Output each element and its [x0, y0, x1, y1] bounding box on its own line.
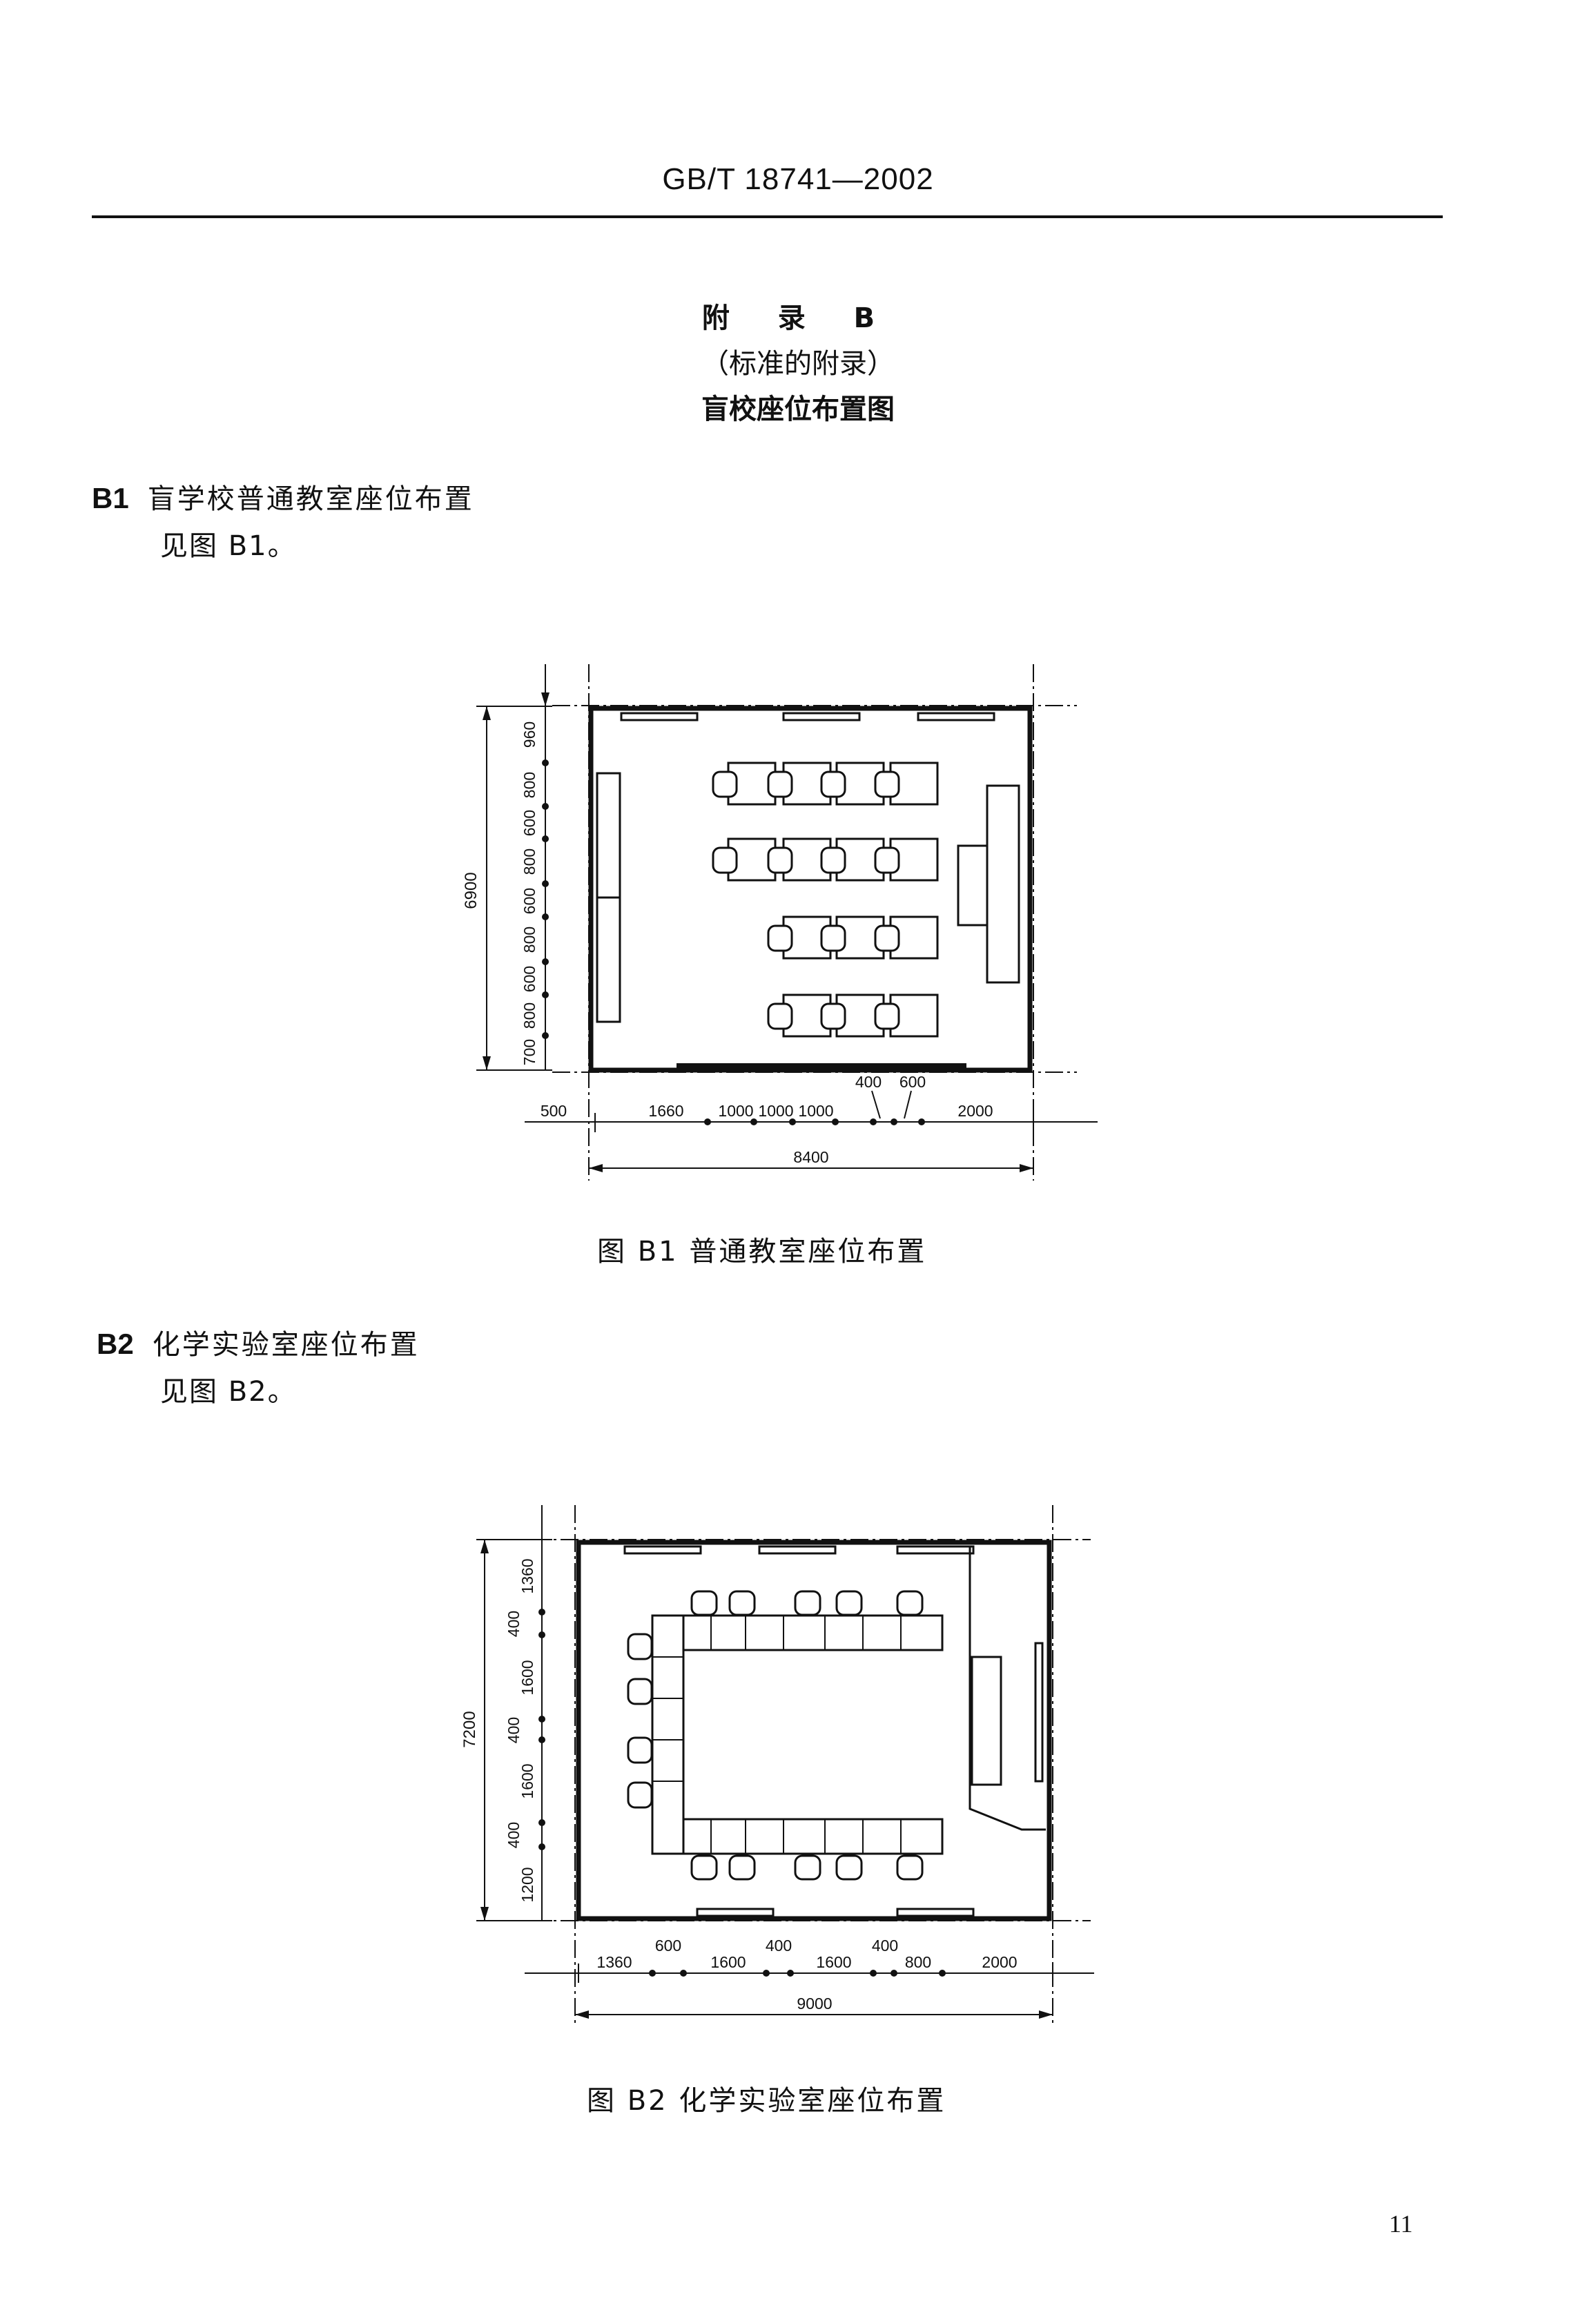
stool: [690, 1590, 718, 1616]
b2-overall-height: 7200: [460, 1711, 479, 1747]
b2-hdim: 1600: [816, 1953, 851, 1971]
b2-overall-width: 9000: [797, 1995, 832, 2013]
section-b2-see: 见图 B2。: [160, 1376, 297, 1408]
chair: [712, 846, 738, 874]
stool: [728, 1854, 756, 1881]
appendix-heading: 盲校座位布置图: [701, 394, 895, 425]
chair: [874, 1002, 900, 1030]
stool: [627, 1736, 653, 1764]
stool: [690, 1854, 718, 1881]
b2-vdim: 1600: [518, 1763, 536, 1798]
chair: [820, 1002, 846, 1030]
stool: [896, 1854, 924, 1881]
b1-vdim: 600: [520, 888, 538, 914]
b1-overall-width: 8400: [793, 1148, 828, 1166]
figure-b2-floor-plan: 7200 1360 400 1600 400 1600 400 1200 136…: [460, 1505, 1094, 2023]
stool: [896, 1590, 924, 1616]
stool: [627, 1781, 653, 1809]
b1-hdim: 1000: [718, 1102, 753, 1120]
b2-hdim: 2000: [982, 1953, 1017, 1971]
figure-b2-caption: 图 B2 化学实验室座位布置: [587, 2085, 946, 2117]
b2-hdim: 600: [655, 1937, 681, 1955]
section-number: B2: [97, 1328, 134, 1360]
b2-hdim: 800: [905, 1953, 931, 1971]
desk: [889, 762, 939, 806]
b2-hdim: 1600: [710, 1953, 746, 1971]
section-title: 化学实验室座位布置: [152, 1329, 420, 1361]
b2-hdim: 1360: [596, 1953, 632, 1971]
b1-vdim: 800: [520, 1002, 538, 1029]
standard-number: GB/T 18741—2002: [662, 162, 934, 196]
b1-vdim: 700: [520, 1039, 538, 1065]
b2-hdim: 400: [872, 1937, 898, 1955]
b1-hdim: 1000: [758, 1102, 793, 1120]
header-rule: [92, 215, 1443, 218]
chair: [767, 770, 793, 798]
chair: [874, 924, 900, 952]
desk: [889, 915, 939, 960]
chair: [874, 846, 900, 874]
stool: [728, 1590, 756, 1616]
section-number: B1: [92, 482, 129, 514]
b1-vdim: 600: [520, 810, 538, 836]
chair: [767, 1002, 793, 1030]
chair: [767, 924, 793, 952]
b1-vdim: 800: [520, 848, 538, 875]
stool: [835, 1590, 863, 1616]
chair: [820, 770, 846, 798]
chair: [820, 924, 846, 952]
b1-vdim: 960: [520, 721, 538, 748]
stool: [627, 1678, 653, 1705]
stool: [835, 1854, 863, 1881]
page-number: 11: [1389, 2210, 1413, 2238]
b1-hdim: 400: [855, 1073, 882, 1091]
b2-vdim: 1600: [518, 1660, 536, 1695]
stool: [794, 1590, 821, 1616]
stool: [627, 1633, 653, 1660]
b1-vdim: 800: [520, 772, 538, 798]
stool: [794, 1854, 821, 1881]
section-b1-heading: B1 盲学校普通教室座位布置: [92, 476, 474, 516]
b2-hdim: 400: [766, 1937, 792, 1955]
b2-vdim: 400: [505, 1611, 523, 1637]
b2-vdim: 1360: [518, 1558, 536, 1593]
b1-hdim: 500: [541, 1102, 567, 1120]
b1-hdim: 600: [899, 1073, 926, 1091]
appendix-title: 附 录 B: [701, 302, 895, 334]
figure-b1-floor-plan: 6900 960 800 600 800 600 800 600 800 700…: [462, 664, 1098, 1181]
b2-vdim: 400: [505, 1717, 523, 1743]
section-title: 盲学校普通教室座位布置: [147, 483, 474, 515]
b1-hdim: 1660: [648, 1102, 683, 1120]
chair: [820, 846, 846, 874]
chair: [874, 770, 900, 798]
b1-hdim: 2000: [957, 1102, 993, 1120]
b1-overall-height: 6900: [462, 872, 480, 909]
b1-vdim: 800: [520, 927, 538, 953]
figure-b1-caption: 图 B1 普通教室座位布置: [597, 1236, 927, 1268]
section-b2-heading: B2 化学实验室座位布置: [97, 1322, 420, 1362]
b2-vdim: 1200: [518, 1867, 536, 1902]
appendix-subtitle: （标准的附录）: [701, 348, 895, 380]
b1-hdim: 1000: [798, 1102, 833, 1120]
b1-vdim: 600: [520, 966, 538, 992]
chair: [712, 770, 738, 798]
section-b1-see: 见图 B1。: [160, 530, 297, 562]
b2-vdim: 400: [505, 1822, 523, 1848]
chair: [767, 846, 793, 874]
